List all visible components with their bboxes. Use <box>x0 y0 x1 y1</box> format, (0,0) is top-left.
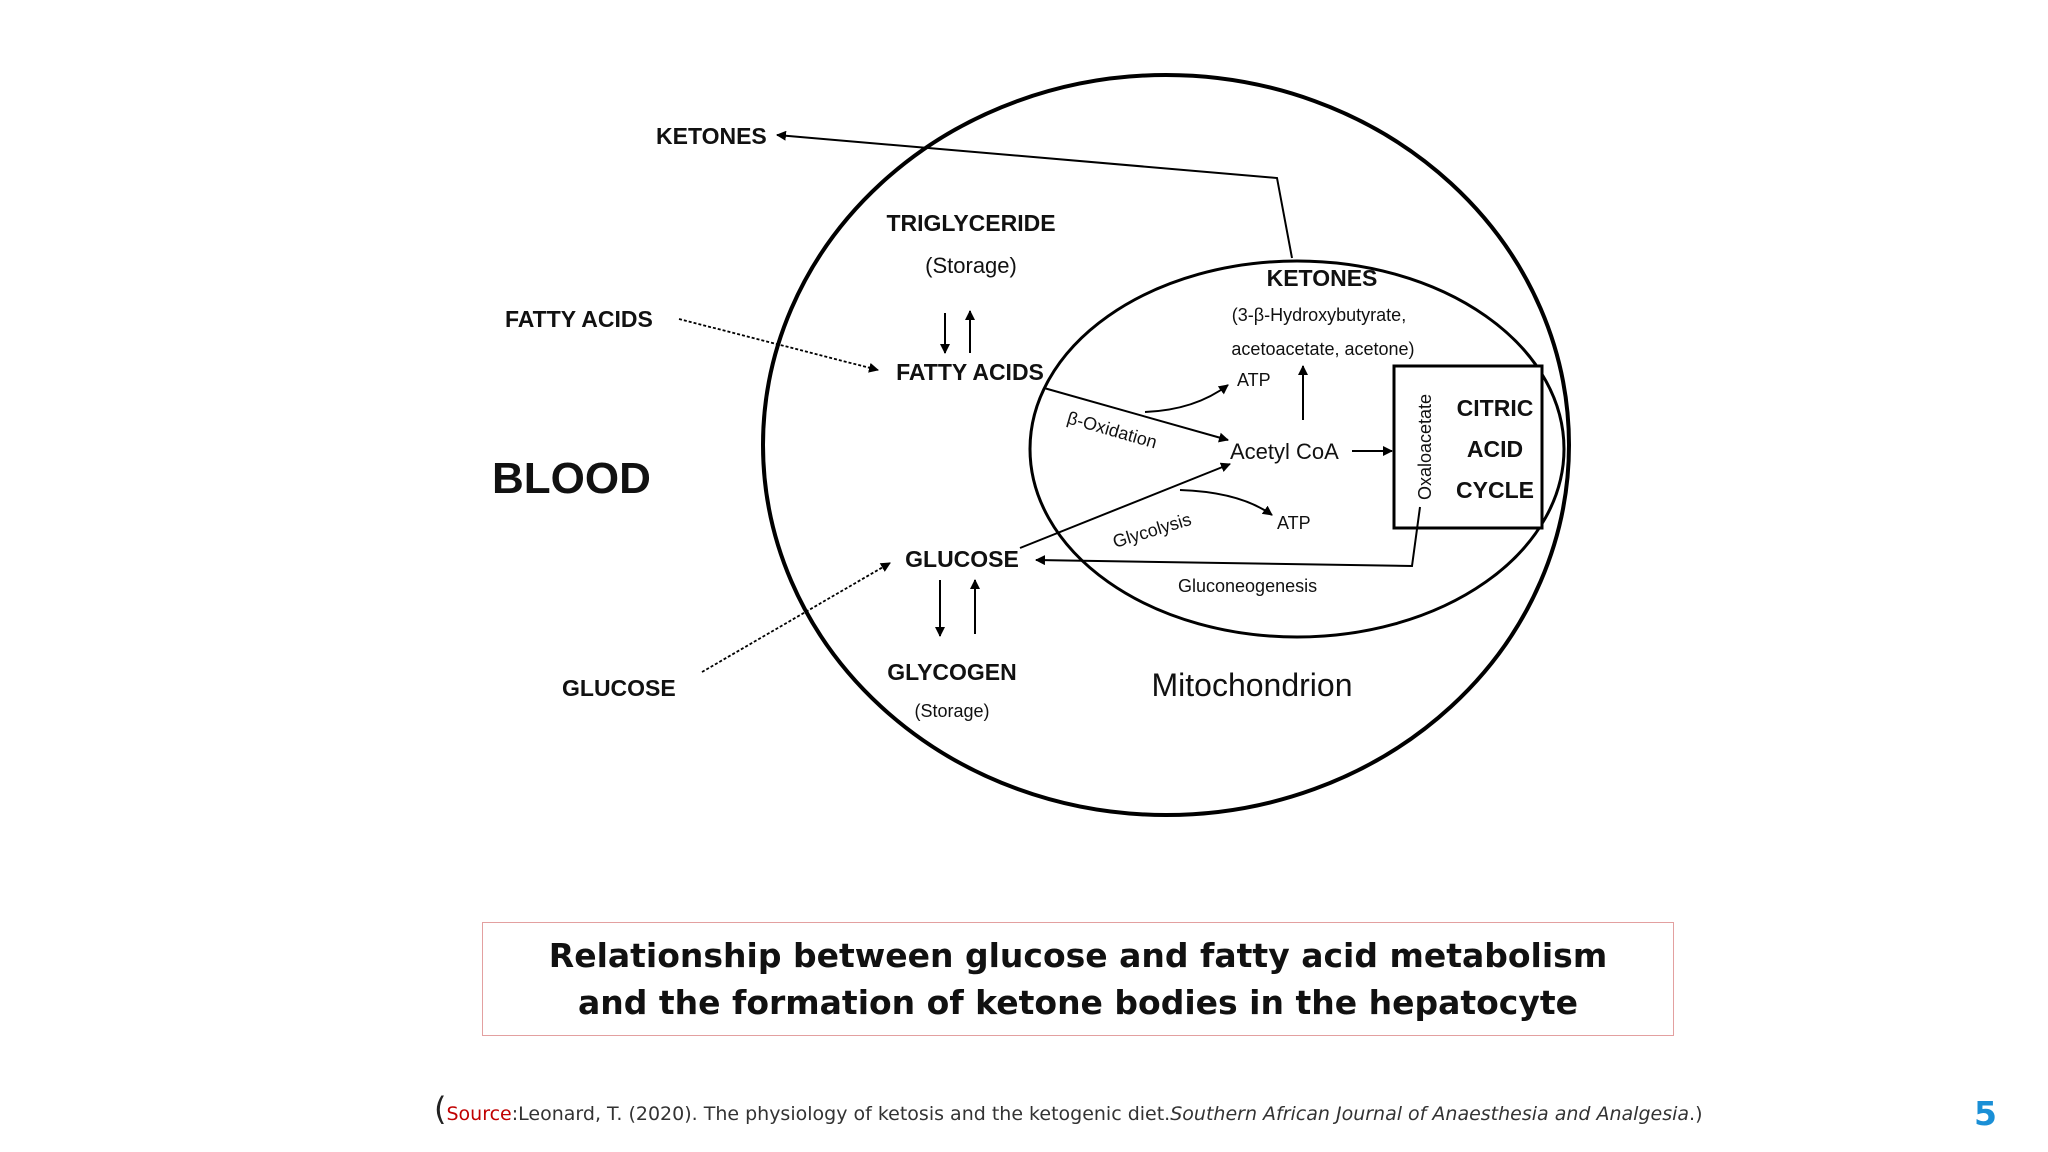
source-citation-text: Leonard, T. (2020). The physiology of ke… <box>518 1103 1171 1125</box>
source-journal: Southern African Journal of Anaesthesia … <box>1170 1103 1690 1125</box>
beta-oxidation-label: β-Oxidation <box>1065 408 1159 453</box>
atp-bottom-label: ATP <box>1277 513 1311 533</box>
glycogen-label: GLYCOGEN <box>887 659 1017 685</box>
page-number: 5 <box>1974 1094 1997 1133</box>
atp-bottom-arrow <box>1179 489 1273 516</box>
citric-acid-cycle-line-1: CITRIC <box>1457 395 1534 421</box>
glucose-uptake-arrow <box>701 562 891 673</box>
mitochondrion-boundary <box>1028 259 1566 639</box>
triglyceride-label: TRIGLYCERIDE <box>886 210 1055 236</box>
gluconeogenesis-label: Gluconeogenesis <box>1178 576 1317 596</box>
blood-ketones-label: KETONES <box>656 123 767 149</box>
ketones-export-arrow <box>776 130 1293 259</box>
citric-acid-cycle-line-3: CYCLE <box>1456 477 1534 503</box>
source-close: .) <box>1689 1103 1703 1125</box>
hepatocyte-boundary <box>761 73 1571 817</box>
gluconeogenesis-arrow <box>1035 506 1421 568</box>
caption-box: Relationship between glucose and fatty a… <box>482 922 1674 1036</box>
blood-fatty-acids-label: FATTY ACIDS <box>505 306 653 332</box>
atp-top-label: ATP <box>1237 370 1271 390</box>
glycogen-storage-note: (Storage) <box>914 701 989 721</box>
ketones-detail-line-2: acetoacetate, acetone) <box>1231 339 1414 359</box>
oxaloacetate-label: Oxaloacetate <box>1415 394 1435 500</box>
source-label: Source <box>446 1103 512 1125</box>
cell-fatty-acids-label: FATTY ACIDS <box>896 359 1044 385</box>
atp-top-arrow <box>1144 384 1229 413</box>
source-open-paren: ( <box>434 1090 447 1128</box>
beta-oxidation-arrow <box>1043 387 1229 443</box>
triglyceride-storage-note: (Storage) <box>925 253 1017 278</box>
source-colon: : <box>511 1103 519 1125</box>
caption-title: Relationship between glucose and fatty a… <box>548 936 1608 1022</box>
citric-acid-cycle-line-2: ACID <box>1467 436 1523 462</box>
glycolysis-arrow <box>1019 462 1231 549</box>
fatty-acids-uptake-arrow <box>678 318 879 373</box>
mitochondrion-label: Mitochondrion <box>1152 667 1353 703</box>
mito-ketones-label: KETONES <box>1267 265 1378 291</box>
ketones-detail-line-1: (3-β-Hydroxybutyrate, <box>1232 305 1406 325</box>
source-citation: (Source: Leonard, T. (2020). The physiol… <box>434 1090 1703 1130</box>
blood-glucose-label: GLUCOSE <box>562 675 676 701</box>
citric-acid-cycle-box <box>1392 364 1544 530</box>
glycolysis-label: Glycolysis <box>1110 509 1193 552</box>
blood-label: BLOOD <box>492 454 651 503</box>
cell-glucose-label: GLUCOSE <box>905 546 1019 572</box>
acetyl-coa-label: Acetyl CoA <box>1230 439 1339 464</box>
